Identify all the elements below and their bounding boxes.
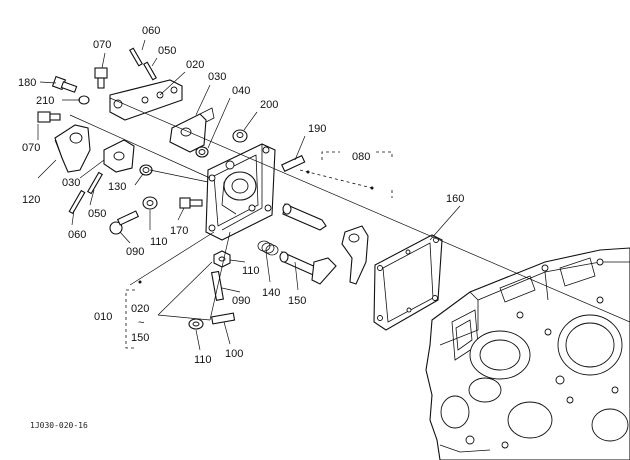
gasket-160 <box>373 234 443 331</box>
label-060-left: 060 <box>68 229 86 241</box>
label-060-top: 060 <box>142 25 160 37</box>
label-020-top: 020 <box>186 59 204 71</box>
leader-lines <box>37 39 630 351</box>
label-180: 180 <box>18 77 36 89</box>
bushing-200 <box>232 129 248 143</box>
stud-190 <box>281 154 306 173</box>
label-110-left: 110 <box>150 236 168 248</box>
engine-block <box>425 247 630 460</box>
label-020-range: 020 <box>131 303 149 315</box>
label-070-top: 070 <box>93 39 111 51</box>
label-150-range: 150 <box>131 332 149 344</box>
bolt-070-top <box>94 67 108 89</box>
label-170: 170 <box>170 225 188 237</box>
bolt-170 <box>179 197 203 209</box>
lever-030-top <box>169 107 215 153</box>
adjust-bolt-090-left <box>109 210 140 235</box>
governor-cover <box>205 143 276 241</box>
label-070-left: 070 <box>22 142 40 154</box>
spring-pin-050-top <box>143 61 157 81</box>
bracket-080 <box>321 151 393 198</box>
spring-140 <box>257 240 279 256</box>
nut-110-left <box>142 196 158 210</box>
screw-100 <box>211 312 236 325</box>
label-050-top: 050 <box>158 45 176 57</box>
bracket-120 <box>54 124 91 173</box>
spring-pin-060-left <box>68 189 86 215</box>
lever-arm-080 <box>341 225 369 285</box>
spring-pin-060-top <box>129 47 143 67</box>
label-210: 210 <box>36 95 54 107</box>
label-030-left: 030 <box>62 177 80 189</box>
label-150-shaft: 150 <box>288 295 306 307</box>
nut-110-mid <box>213 250 231 268</box>
label-110-bottom: 110 <box>194 354 212 366</box>
label-100: 100 <box>225 348 243 360</box>
label-200: 200 <box>260 99 278 111</box>
washer-210 <box>78 95 90 105</box>
lever-shaft-150 <box>279 251 337 285</box>
spring-pin-050-left <box>87 171 103 195</box>
diagram-code-caption: 1J030-020-16 <box>30 421 88 430</box>
shaft-080 <box>282 203 327 231</box>
label-030-top: 030 <box>208 71 226 83</box>
label-090-left: 090 <box>126 246 144 258</box>
part-labels: 060 050 070 020 030 180 210 040 200 190 … <box>18 25 464 430</box>
label-tilde: ~ <box>138 317 144 329</box>
lever-030-left <box>103 139 135 173</box>
label-160: 160 <box>446 193 464 205</box>
bolt-180 <box>51 75 78 93</box>
label-190: 190 <box>308 123 326 135</box>
label-080: 080 <box>352 151 370 163</box>
label-140: 140 <box>262 287 280 299</box>
label-040: 040 <box>232 85 250 97</box>
label-110-mid: 110 <box>242 265 260 277</box>
label-010: 010 <box>94 311 112 323</box>
bracket-010 <box>125 289 135 349</box>
nut-110-bottom <box>188 318 204 330</box>
label-120: 120 <box>22 194 40 206</box>
bolt-070-left <box>37 111 61 123</box>
lever-plate-020 <box>109 79 183 121</box>
label-050-left: 050 <box>88 208 106 220</box>
dot-marker <box>306 170 310 174</box>
label-130: 130 <box>108 181 126 193</box>
label-090-mid: 090 <box>232 295 250 307</box>
